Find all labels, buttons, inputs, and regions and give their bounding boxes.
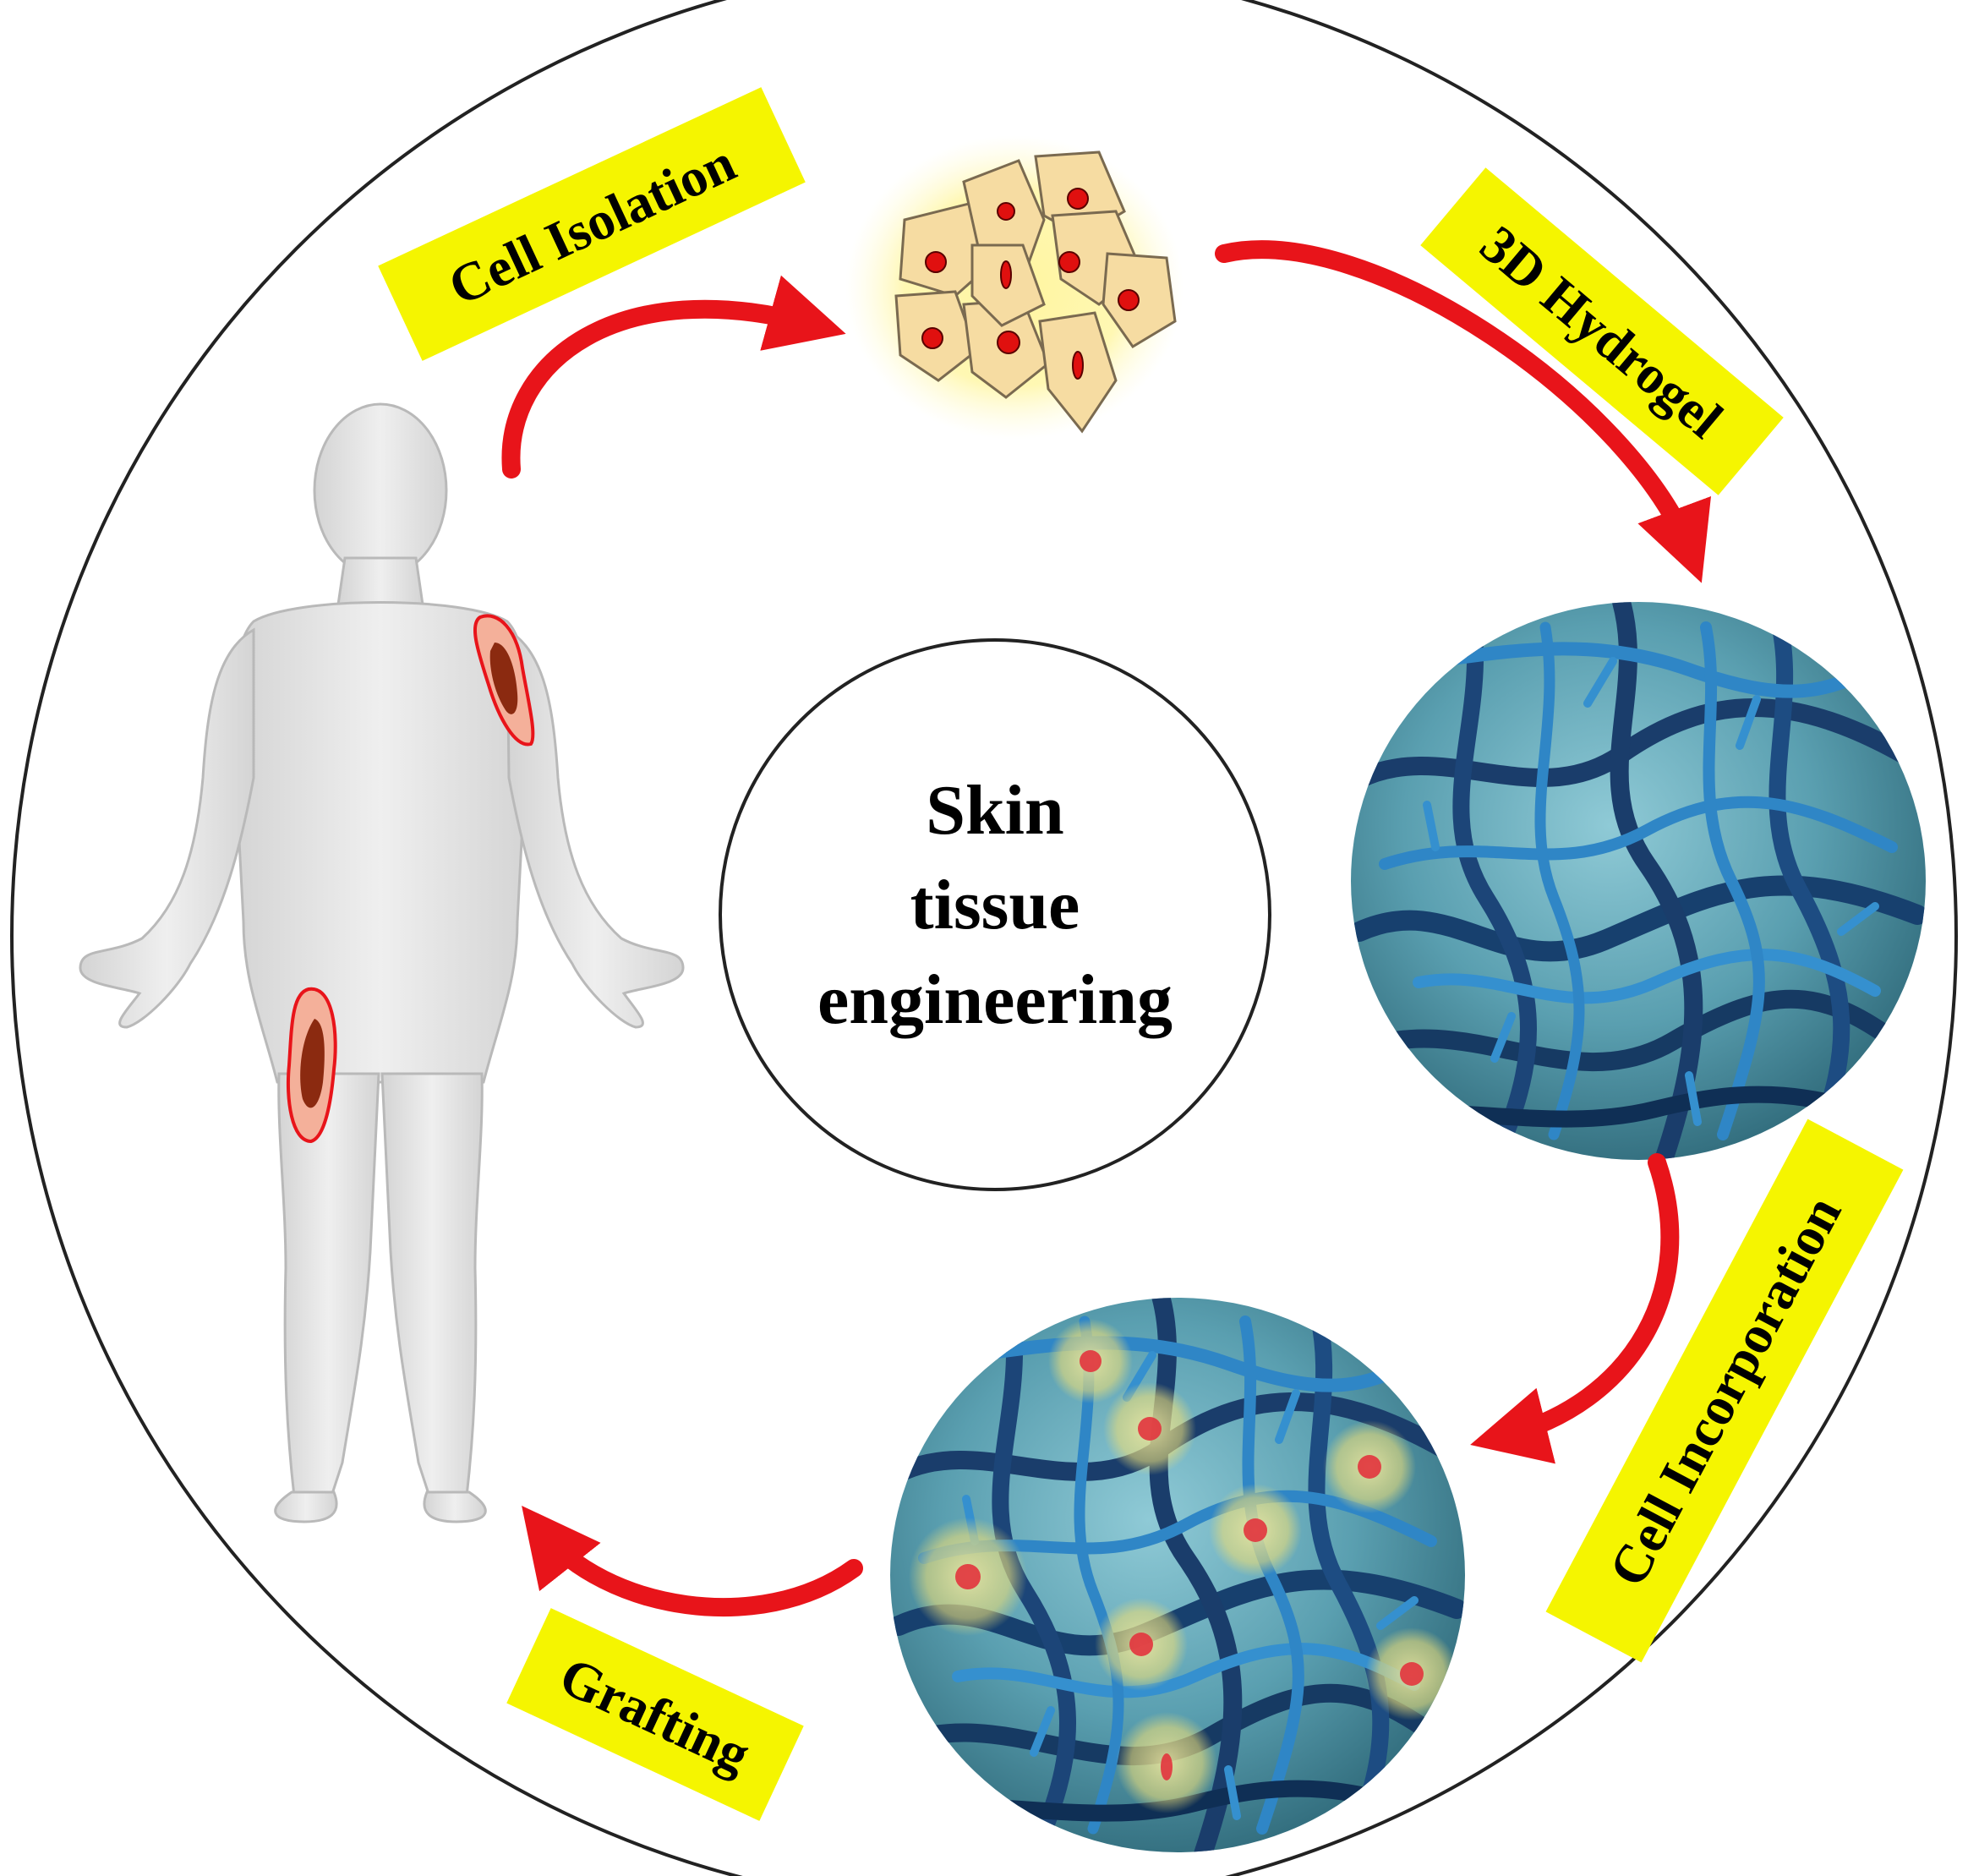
center-title-line-3: engineering bbox=[817, 960, 1173, 1039]
wound-arm-icon bbox=[473, 614, 535, 747]
center-title-line-2: tissue bbox=[910, 866, 1080, 944]
arrow-cells-to-hydrogel bbox=[1215, 240, 1711, 583]
center-title-line-1: Skin bbox=[926, 771, 1064, 850]
hydrogel-network-icon bbox=[1351, 602, 1926, 1160]
arrow-graft-to-body bbox=[522, 1506, 863, 1617]
cycle-arrows bbox=[501, 240, 1711, 1617]
label-3d-hydrogel-background bbox=[1420, 167, 1784, 495]
cell-laden-hydrogel-icon bbox=[890, 1298, 1465, 1852]
center-topic: Skin tissue engineering bbox=[719, 638, 1271, 1191]
label-cell-incorporation-background bbox=[1545, 1118, 1904, 1663]
human-body-icon bbox=[79, 402, 685, 1523]
center-circle bbox=[719, 638, 1271, 1191]
label-cell-isolation-background bbox=[378, 87, 806, 361]
arrow-hydrogel-to-cell-laden bbox=[1470, 1153, 1680, 1464]
arrow-body-to-cells bbox=[501, 275, 846, 479]
cell-cluster-icon bbox=[845, 135, 1184, 440]
wound-thigh-icon bbox=[286, 987, 337, 1144]
label-grafting-background bbox=[506, 1608, 804, 1821]
